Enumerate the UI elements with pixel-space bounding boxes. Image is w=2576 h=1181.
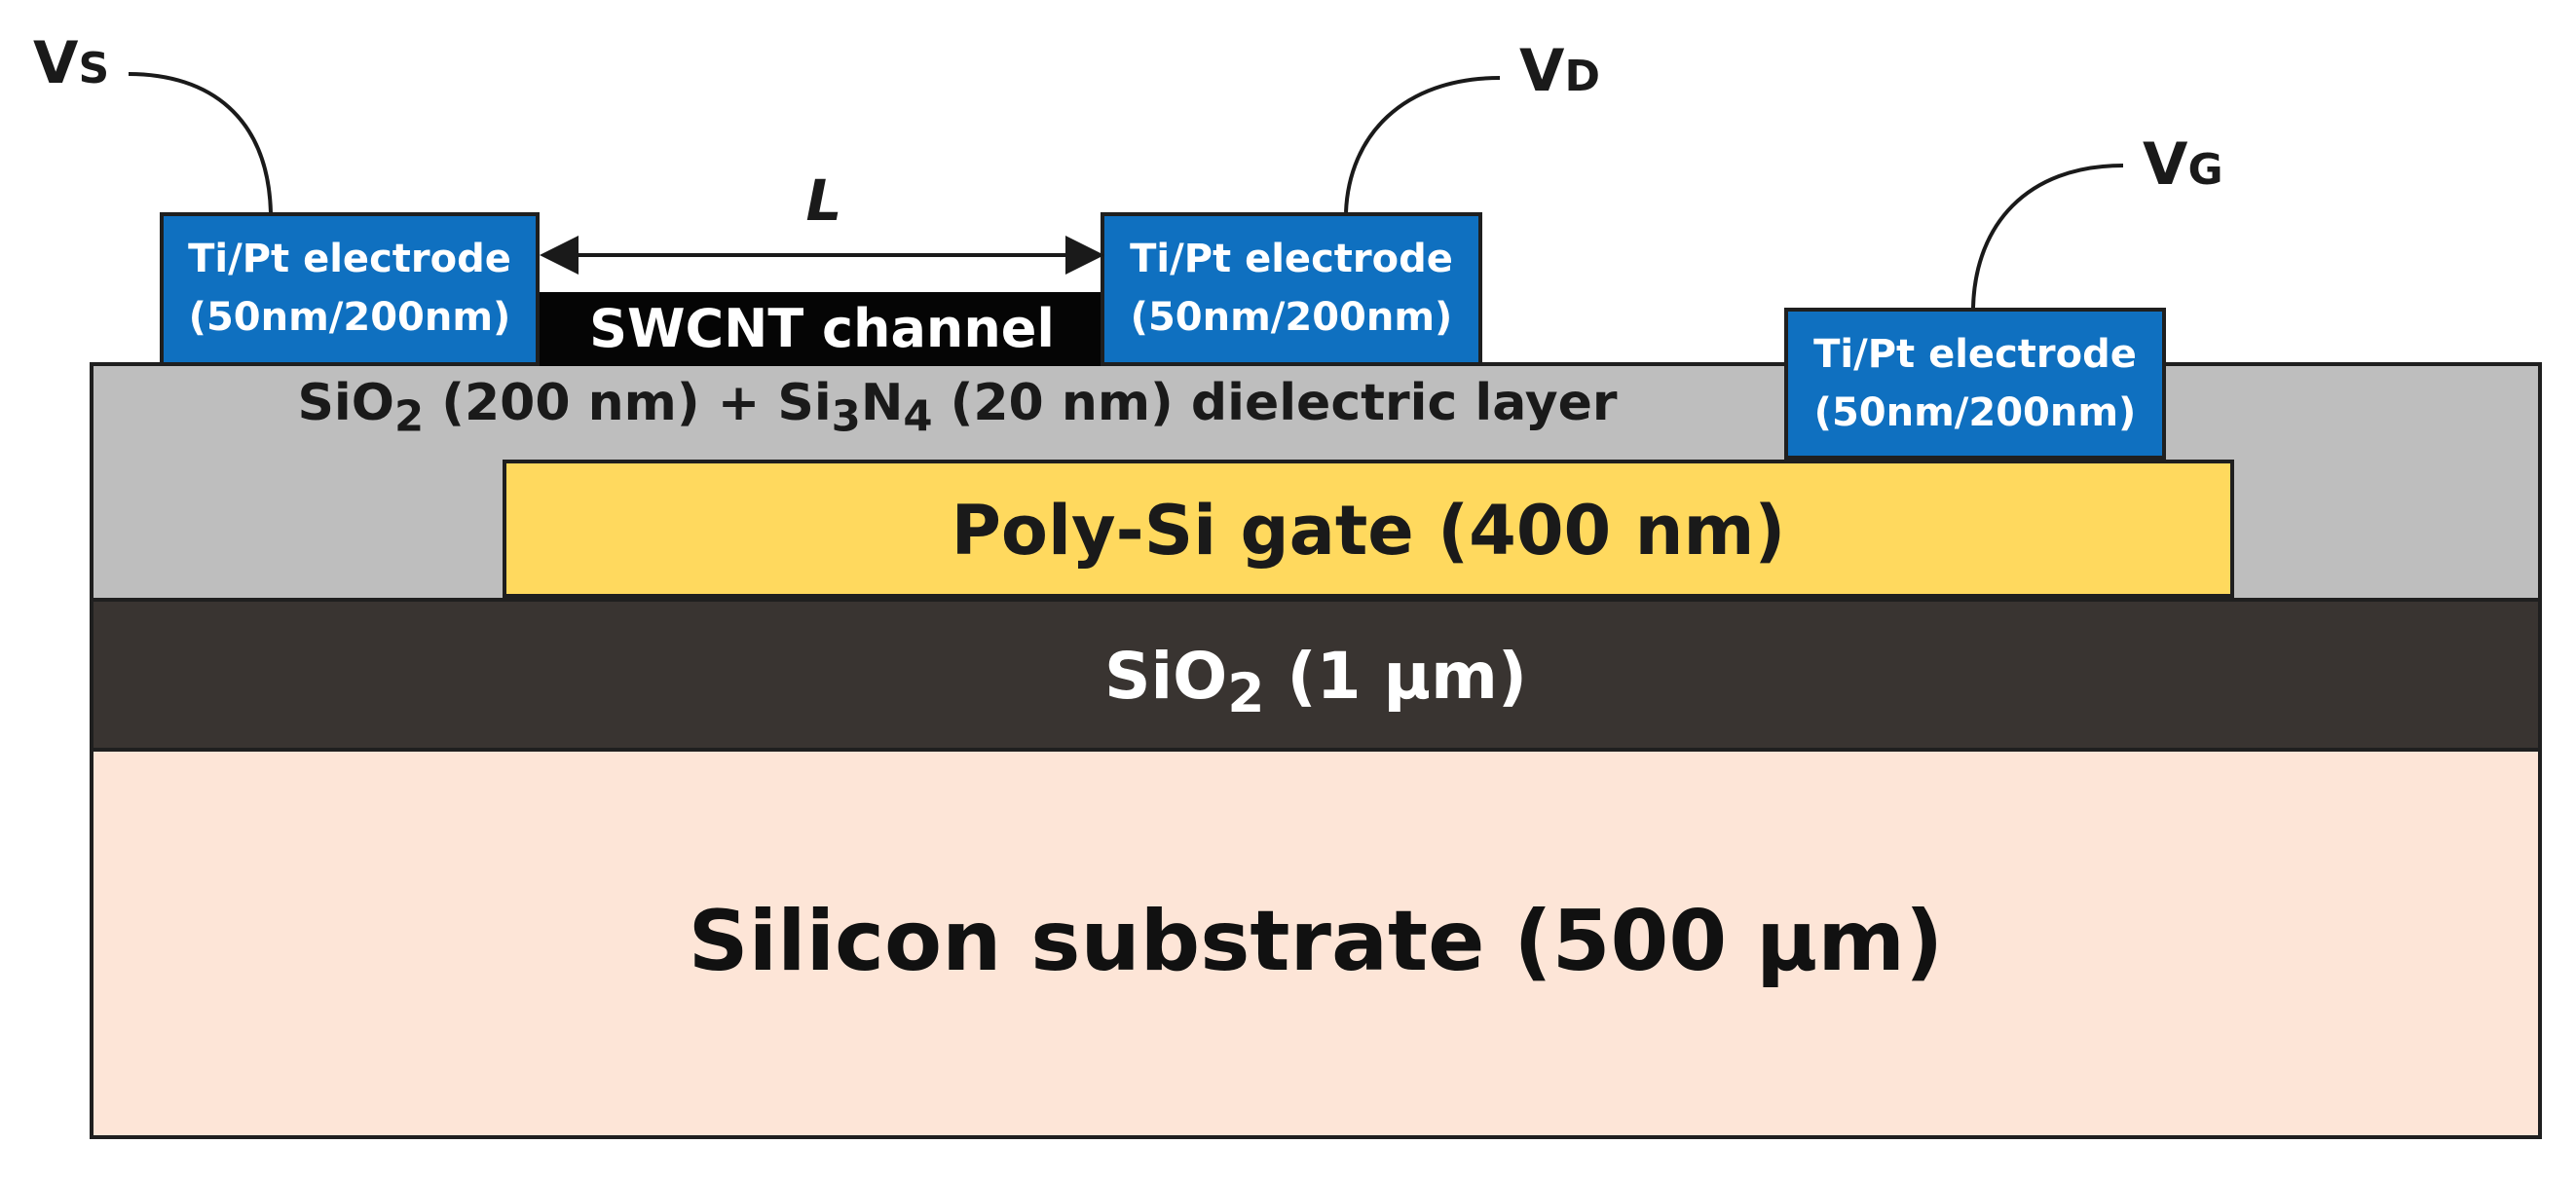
silicon-substrate-layer: Silicon substrate (500 µm) bbox=[90, 748, 2542, 1139]
channel-label: SWCNT channel bbox=[589, 298, 1055, 359]
channel-length-label: L bbox=[805, 167, 842, 234]
bottom-oxide-sub-1: 2 bbox=[1227, 662, 1265, 725]
bottom-oxide-text-1: SiO bbox=[1103, 639, 1228, 714]
source-terminal-label: VS bbox=[33, 29, 109, 97]
gate-layer-label: Poly-Si gate (400 nm) bbox=[951, 491, 1786, 571]
swcnt-channel: SWCNT channel bbox=[538, 292, 1106, 366]
gate-electrode: Ti/Pt electrode (50nm/200nm) bbox=[1784, 308, 2166, 460]
drain-terminal-main: V bbox=[1519, 37, 1565, 105]
source-wire bbox=[128, 72, 273, 213]
gate-terminal-main: V bbox=[2143, 130, 2188, 199]
dielectric-sub-3: 4 bbox=[903, 392, 933, 442]
bottom-oxide-text-2: (1 µm) bbox=[1264, 639, 1528, 714]
drain-terminal-sub: D bbox=[1564, 52, 1600, 101]
dielectric-text-3: N bbox=[860, 374, 904, 432]
drain-wire bbox=[1344, 76, 1501, 213]
gate-terminal-label: VG bbox=[2143, 130, 2223, 199]
source-electrode-line2: (50nm/200nm) bbox=[188, 295, 511, 340]
dielectric-text-4: (20 nm) dielectric layer bbox=[932, 374, 1618, 432]
drain-electrode: Ti/Pt electrode (50nm/200nm) bbox=[1101, 212, 1482, 366]
source-electrode-line1: Ti/Pt electrode bbox=[188, 237, 511, 281]
dielectric-label: SiO2 (200 nm) + Si3N4 (20 nm) dielectric… bbox=[280, 374, 1634, 441]
dielectric-sub-1: 2 bbox=[393, 392, 425, 442]
substrate-label: Silicon substrate (500 µm) bbox=[688, 893, 1944, 990]
source-electrode: Ti/Pt electrode (50nm/200nm) bbox=[160, 212, 540, 366]
dielectric-sub-2: 3 bbox=[831, 392, 861, 442]
drain-electrode-line2: (50nm/200nm) bbox=[1130, 295, 1453, 340]
source-terminal-main: V bbox=[33, 29, 79, 97]
gate-electrode-line2: (50nm/200nm) bbox=[1813, 390, 2137, 435]
drain-terminal-label: VD bbox=[1519, 37, 1600, 105]
gate-electrode-line1: Ti/Pt electrode bbox=[1813, 332, 2137, 377]
source-terminal-sub: S bbox=[78, 44, 110, 93]
drain-electrode-line1: Ti/Pt electrode bbox=[1130, 237, 1453, 281]
poly-si-gate-layer: Poly-Si gate (400 nm) bbox=[503, 460, 2234, 598]
dielectric-text-1: SiO bbox=[297, 374, 394, 432]
gate-wire bbox=[1971, 164, 2124, 309]
dielectric-text-2: (200 nm) + Si bbox=[424, 374, 832, 432]
bottom-oxide-layer: SiO2 (1 µm) bbox=[90, 598, 2542, 752]
gate-terminal-sub: G bbox=[2187, 145, 2223, 195]
bottom-oxide-label: SiO2 (1 µm) bbox=[93, 639, 2538, 724]
